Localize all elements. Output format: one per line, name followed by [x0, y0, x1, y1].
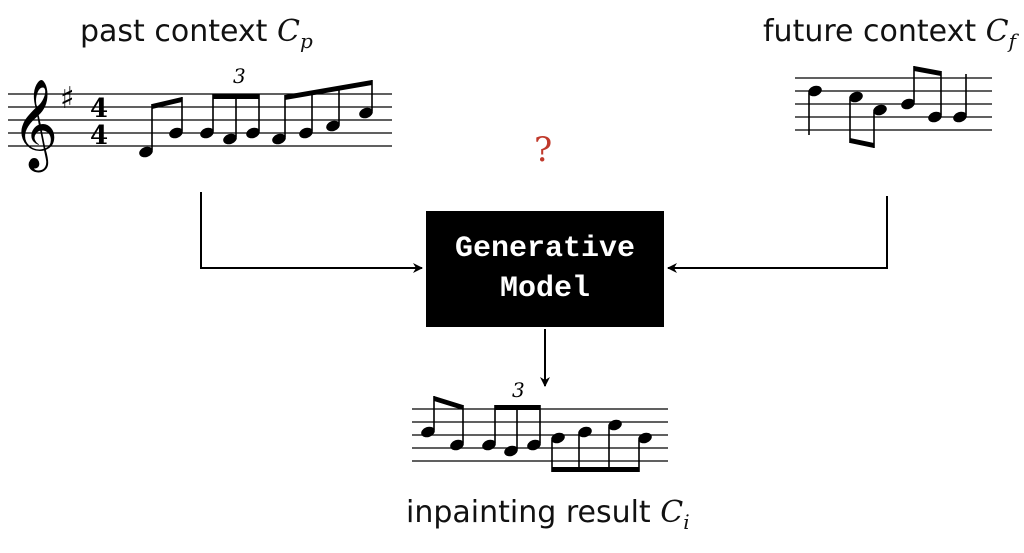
- past-staff: 𝄞 ♯ 4 4: [8, 64, 392, 173]
- triplet-mark: 3: [233, 64, 246, 88]
- question-mark: ?: [534, 130, 553, 170]
- treble-clef-icon: 𝄞: [12, 79, 58, 173]
- inpainting-result-symbol: C: [660, 495, 684, 530]
- note: [873, 104, 887, 116]
- past-context-symbol: C: [276, 14, 300, 49]
- note: [169, 127, 183, 139]
- past-context-subscript: p: [299, 29, 313, 53]
- note: [246, 127, 260, 139]
- future-context-text: future context: [763, 14, 986, 49]
- note: [901, 98, 915, 110]
- note: [638, 432, 652, 444]
- future-context-subscript: f: [1008, 29, 1017, 53]
- past-context-text: past context: [80, 14, 277, 49]
- svg-text:4: 4: [90, 121, 108, 151]
- note: [504, 445, 518, 457]
- inpainting-result-subscript: i: [683, 510, 690, 534]
- note: [482, 439, 496, 451]
- model-line-2: Model: [499, 272, 590, 306]
- time-signature: 4 4: [90, 94, 108, 151]
- note: [527, 439, 541, 451]
- note: [359, 107, 373, 119]
- note: [578, 426, 592, 438]
- note: [551, 432, 565, 444]
- note: [272, 133, 286, 145]
- past-context-label: past context Cp: [80, 14, 313, 53]
- future-staff: [795, 66, 992, 148]
- inpainting-result-label: inpainting result Ci: [406, 495, 690, 534]
- future-context-symbol: C: [985, 14, 1009, 49]
- note: [608, 419, 622, 431]
- note: [421, 426, 435, 438]
- triplet-mark: 3: [512, 378, 525, 402]
- note: [223, 133, 237, 145]
- note: [200, 127, 214, 139]
- future-to-model-arrow: [667, 196, 888, 273]
- model-line-1: Generative: [454, 232, 636, 266]
- note: [808, 85, 822, 97]
- note: [849, 91, 863, 103]
- svg-text:4: 4: [90, 94, 108, 124]
- inpainting-result-text: inpainting result: [406, 495, 661, 530]
- note: [326, 120, 340, 132]
- future-context-label: future context Cf: [763, 14, 1016, 53]
- generative-model-box: Generative Model: [426, 211, 664, 327]
- note: [299, 127, 313, 139]
- note: [928, 111, 942, 123]
- note: [450, 439, 464, 451]
- note: [953, 111, 967, 123]
- sharp-sign-icon: ♯: [60, 81, 75, 116]
- past-to-model-arrow: [200, 192, 423, 273]
- result-staff: 3: [412, 378, 668, 472]
- note: [139, 146, 153, 158]
